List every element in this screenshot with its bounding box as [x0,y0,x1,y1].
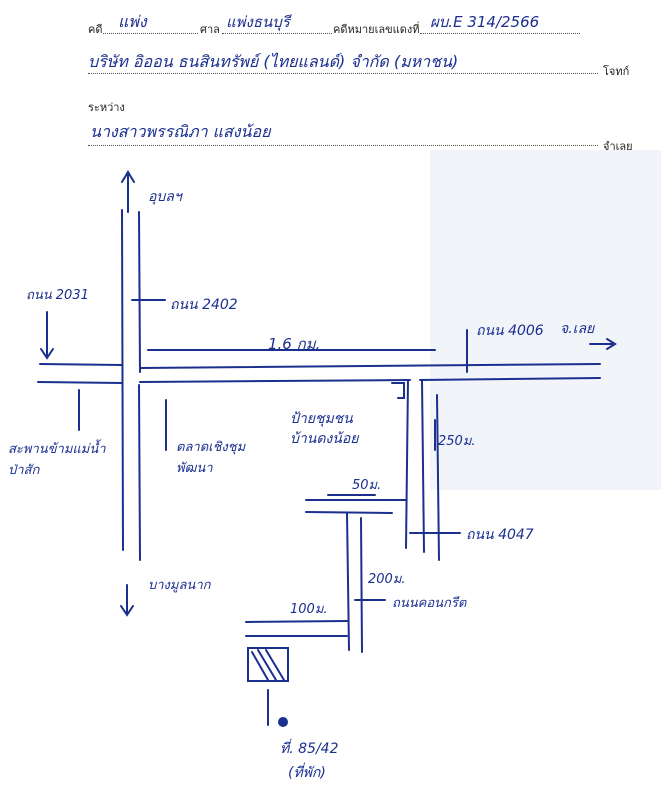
main-road-north-edge-west [39,363,123,366]
distance-label: 1.6 กม. [268,335,321,353]
house-box [247,647,289,682]
house-number-label: ที่. 85/42 [280,741,339,757]
main-road-south-edge-east [419,377,601,381]
red-number-dotline [420,33,580,34]
lane-branch-north-edge [245,620,348,623]
house-hatch-1 [251,651,269,681]
house-type-label: (ที่พัก) [288,765,326,781]
dist-250-label: 250ม. [438,434,476,449]
house-dot [278,717,288,727]
red-number-label: คดีหมายเลขแดงที่ [333,24,420,36]
south-arrow-head [120,605,134,617]
main-road-west-edge [121,209,124,551]
house-hatch-3 [265,649,285,681]
junction-label: สะพานข้ามแม่น้ำป่าสัก [8,442,106,478]
case-label: คดี [88,24,103,36]
north-arrow-head [121,170,135,183]
plaintiff-label: โจทก์ [603,66,630,78]
road-4047-west-edge [405,379,409,549]
scan-background [430,150,661,490]
market-label: ตลาดเชิงชุมพัฒนา [176,440,246,476]
between-label: ระหว่าง [88,102,125,114]
road-4047-label: ถนน 4047 [466,527,534,543]
road-2402-label: ถนน 2402 [170,297,238,313]
road-4047-east-edge [421,379,425,553]
main-road-east-edge-lower [138,384,141,561]
sign-marker [391,382,405,399]
plaintiff-value: บริษัท อิออน ธนสินทรัพย์ (ไทยแลนด์) จำกั… [88,52,459,71]
road-2031-pointer-head [40,348,54,360]
defendant-dotline [88,145,598,146]
sign-label-line1: ป้ายชุมชน [290,411,353,427]
main-road-east-edge-upper [138,211,141,373]
dist-50-label: 50ม. [352,478,382,493]
direction-arrow-head [606,338,617,350]
road-4047-outer-edge [436,394,440,561]
main-road-north-edge-east [139,363,601,369]
direction-label: จ.เลย [560,321,595,337]
defendant-value: นางสาวพรรณิภา แสงน้อย [90,122,271,141]
plaintiff-dotline [88,73,598,74]
road-2031-label: ถนน 2031 [26,288,89,303]
court-dotline [222,33,332,34]
lane-west-edge [346,512,350,651]
house-hatch-2 [257,649,277,681]
court-value: แพ่งธนบุรี [226,13,290,31]
case-dotline [103,33,198,34]
north-label: อุบลฯ [148,189,182,205]
lane-east-edge [360,517,363,653]
south-label: บางมูลนาก [148,578,211,593]
dist-200-label: 200ม. [368,572,406,587]
court-label: ศาล [200,24,220,36]
sign-label-line2: บ้านดงน้อย [290,431,359,447]
dist-100-label: 100ม. [290,602,328,617]
concrete-road-label: ถนนคอนกรีต [392,596,467,611]
defendant-label: จำเลย [603,141,633,153]
red-number-value: ผบ.E 314/2566 [430,13,540,31]
main-road-south-edge-mid [139,379,411,383]
branch-road-south-edge [305,511,393,514]
main-road-south-edge-west [37,381,123,384]
case-value: แพ่ง [118,12,147,31]
road-4006-label: ถนน 4006 [476,323,544,339]
